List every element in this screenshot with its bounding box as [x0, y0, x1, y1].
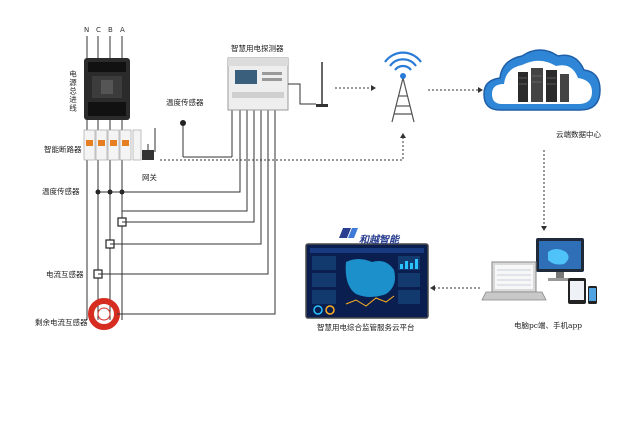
- pc-mobile-devices-icon: [481, 238, 597, 304]
- phase-label-c: C: [96, 26, 101, 34]
- detector-icon: [227, 57, 328, 111]
- power-main-line-label: 电源总进线: [68, 70, 78, 113]
- residual-ct-icon: [88, 298, 120, 330]
- gateway-icon: [142, 128, 156, 160]
- residual-current-transformer-label: 剩余电流互感器: [35, 318, 88, 327]
- detector-label: 智慧用电探测器: [231, 44, 284, 53]
- current-transformer-label: 电流互感器: [46, 270, 84, 279]
- signal-tower-icon: [384, 51, 422, 123]
- temp-sensor-top-label: 温度传感器: [166, 98, 204, 107]
- dashboard-screen-icon: [305, 243, 429, 319]
- phase-label-b: B: [108, 26, 113, 34]
- platform-label: 智慧用电综合监管服务云平台: [317, 323, 415, 332]
- gateway-label: 网关: [142, 173, 157, 182]
- detector-signal-lines: [98, 110, 276, 315]
- arrowheads: [371, 85, 547, 291]
- smart-breaker-icon: [83, 129, 142, 161]
- data-flow-lines: [160, 87, 545, 289]
- cloud-server-icon: [483, 49, 601, 111]
- smart-breaker-label: 智能断路器: [44, 145, 82, 154]
- brand-name: 和越智能: [359, 235, 399, 246]
- phase-label-a: A: [120, 26, 125, 34]
- temp-probe-icon: [180, 110, 233, 158]
- main-breaker-icon: [84, 58, 130, 120]
- temp-sensor-left-label: 温度传感器: [42, 187, 80, 196]
- cloud-center-label: 云端数据中心: [556, 130, 601, 139]
- pc-mobile-label: 电脑pc端、手机app: [514, 321, 583, 330]
- brand-logo-icon: [339, 228, 358, 238]
- phase-label-n: N: [84, 26, 89, 34]
